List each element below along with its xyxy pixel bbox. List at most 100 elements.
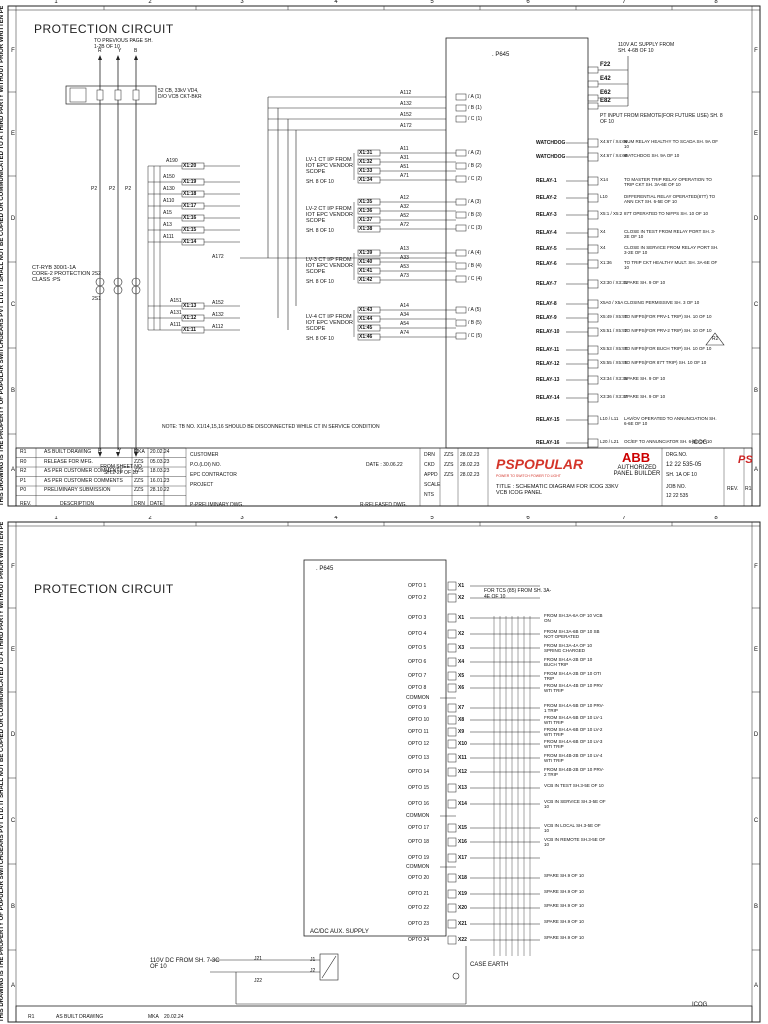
opto-input-label: OPTO 15: [408, 785, 430, 791]
output-contact: [587, 438, 599, 448]
wire-label: A71: [400, 173, 409, 179]
opto-input-label: OPTO 19: [408, 855, 430, 861]
supply-label: E42: [600, 76, 611, 82]
output-contact: [587, 345, 599, 355]
aux-supply-symbol: [321, 955, 337, 979]
output-description: SPARE SH. 9 OF 10: [624, 280, 666, 285]
opto-input-label: OPTO 10: [408, 717, 430, 723]
wire-label: A51: [400, 164, 409, 170]
ct-note: NOTE: TB NO. X1/14,15,16 SHOULD BE DISCO…: [162, 424, 380, 430]
wire-label: A190: [166, 158, 178, 164]
wire-label: A15: [163, 210, 172, 216]
output-terminals: X4:67 / X4:68: [600, 153, 628, 158]
row-letter: A: [10, 467, 15, 473]
wire-label: A110: [163, 198, 175, 204]
wire-label: A54: [400, 321, 409, 327]
p-mark-3: P2: [125, 186, 132, 192]
wire-label: A52: [400, 213, 409, 219]
rev-drn: ZZS: [134, 487, 144, 493]
j1-label: J1: [310, 957, 316, 963]
row-strip-right: [751, 521, 761, 1023]
opto-input-label: OPTO 22: [408, 905, 430, 911]
opto-source-ref: FROM SH.4A-5B OF 10 PRV-1 TRIP: [544, 703, 604, 713]
drawing-border: [7, 5, 761, 507]
dc-supply-ref: 110V DC FROM SH. 7-3C OF 10: [150, 958, 220, 970]
opto-terminal: [447, 783, 457, 793]
arrow-down-icon: [116, 452, 120, 457]
wire-label: A132: [212, 312, 224, 318]
opto-terminal: [447, 671, 457, 681]
wire-label: A53: [400, 264, 409, 270]
output-terminals: X5:55 / X5:56: [600, 360, 628, 365]
output-description: TO NIFPS(FOR 87T TRIP) SH. 10 OF 10: [624, 360, 707, 365]
terminal-label: X1:15: [183, 227, 197, 233]
opto-terminal-label: X5: [458, 673, 465, 679]
title-header: DATE: [150, 501, 163, 507]
column-number: 2: [148, 516, 152, 521]
relay-input-terminal: [455, 332, 467, 340]
row-letter: D: [10, 732, 16, 738]
output-description: TO TRIP CKT HEALTHY MULT. SH. 3A-6E OF 1…: [624, 260, 718, 270]
opto-input-label: OPTO 7: [408, 673, 427, 679]
row-letter: E: [10, 647, 15, 653]
opto-input-label: OPTO 16: [408, 801, 430, 807]
output-terminals: X1:36: [600, 260, 612, 265]
opto-terminal: [447, 767, 457, 777]
rev-code: R2: [20, 468, 27, 474]
row-strip-right: [751, 5, 761, 507]
relay-output-name: RELAY-12: [536, 361, 560, 367]
opto-terminal: [447, 837, 457, 847]
output-description: TO NIFPS(FOR BUCH TRIP) SH. 10 OF 10: [624, 346, 712, 351]
output-description: CLOSE IN TEST FROM RELAY PORT SH. 3-2E O…: [624, 229, 716, 239]
ct-core: [113, 285, 123, 295]
rev-desc-2: AS BUILT DRAWING: [56, 1014, 104, 1020]
wire-label: A151: [170, 298, 182, 304]
opto-terminal: [447, 613, 457, 623]
output-description: CLOSING PERMISSIVE SH. 3 OF 10: [624, 300, 700, 305]
common-label: COMMON: [406, 695, 430, 701]
prev-page-ref: TO PREVIOUS PAGE SH. 1-2B OF 10: [94, 38, 153, 50]
output-description: TO NIFPS(FOR PRV-2 TRIP) SH. 10 OF 10: [624, 328, 712, 333]
ckd-date: 28.02.23: [460, 462, 480, 468]
relay-output-name: RELAY-16: [536, 440, 560, 446]
opto-source-ref: SPARE SH.9 OF 10: [544, 889, 584, 894]
page-title-2: PROTECTION CIRCUIT: [34, 582, 174, 596]
output-description: SPARE SH. 9 OF 10: [624, 394, 666, 399]
rev-desc: AS PER CUSTOMER COMMENTS: [44, 477, 123, 484]
relay-output-name: RELAY-9: [536, 315, 557, 321]
row-letter: B: [10, 388, 15, 394]
row-letter: D: [10, 216, 16, 222]
opto-input-label: OPTO 8: [408, 685, 427, 691]
opto-terminal-label: X14: [458, 801, 467, 807]
rev-date-2: 20.02.24: [164, 1014, 184, 1020]
supply-terminal: [587, 102, 599, 110]
terminal-label: X1:41: [359, 268, 373, 274]
wire-label: A32: [400, 204, 409, 210]
terminal-label: X1:44: [359, 316, 373, 322]
ckd-label: CKD: [424, 462, 435, 468]
rev-desc: PRELIMINARY SUBMISSION: [44, 487, 111, 493]
arrow-up-icon: [98, 55, 102, 60]
output-description: DIFFERENTIAL RELAY OPERATED(87T) TO ANN …: [624, 194, 716, 204]
relay-name-2: . P645: [316, 566, 334, 572]
output-terminals: X4: [600, 245, 606, 250]
opto-input-label: OPTO 20: [408, 875, 430, 881]
ct-core: [131, 285, 141, 295]
relay-input-terminal: [455, 162, 467, 170]
column-number: 2: [148, 0, 152, 5]
wire-label: A72: [400, 222, 409, 228]
opto-source-ref: SPARE SH.9 OF 10: [544, 935, 584, 940]
row-letter-right: A: [753, 983, 758, 989]
opto-source-ref: FROM SH.3A-6A OF 10 VCB ON: [544, 613, 603, 623]
rev-date: 20.02.24: [150, 449, 170, 455]
relay-input-label: / C (3): [468, 225, 482, 231]
opto-input-label: OPTO 23: [408, 921, 430, 927]
relay-input-label: / C (5): [468, 333, 482, 339]
j22-label: J22: [254, 978, 263, 984]
row-letter: F: [11, 48, 15, 54]
column-number: 7: [622, 0, 626, 5]
opto-input-label: OPTO 2: [408, 595, 427, 601]
p-mark-2: P2: [109, 186, 116, 192]
column-number: 4: [334, 0, 338, 5]
wire-label: A172: [400, 123, 412, 129]
